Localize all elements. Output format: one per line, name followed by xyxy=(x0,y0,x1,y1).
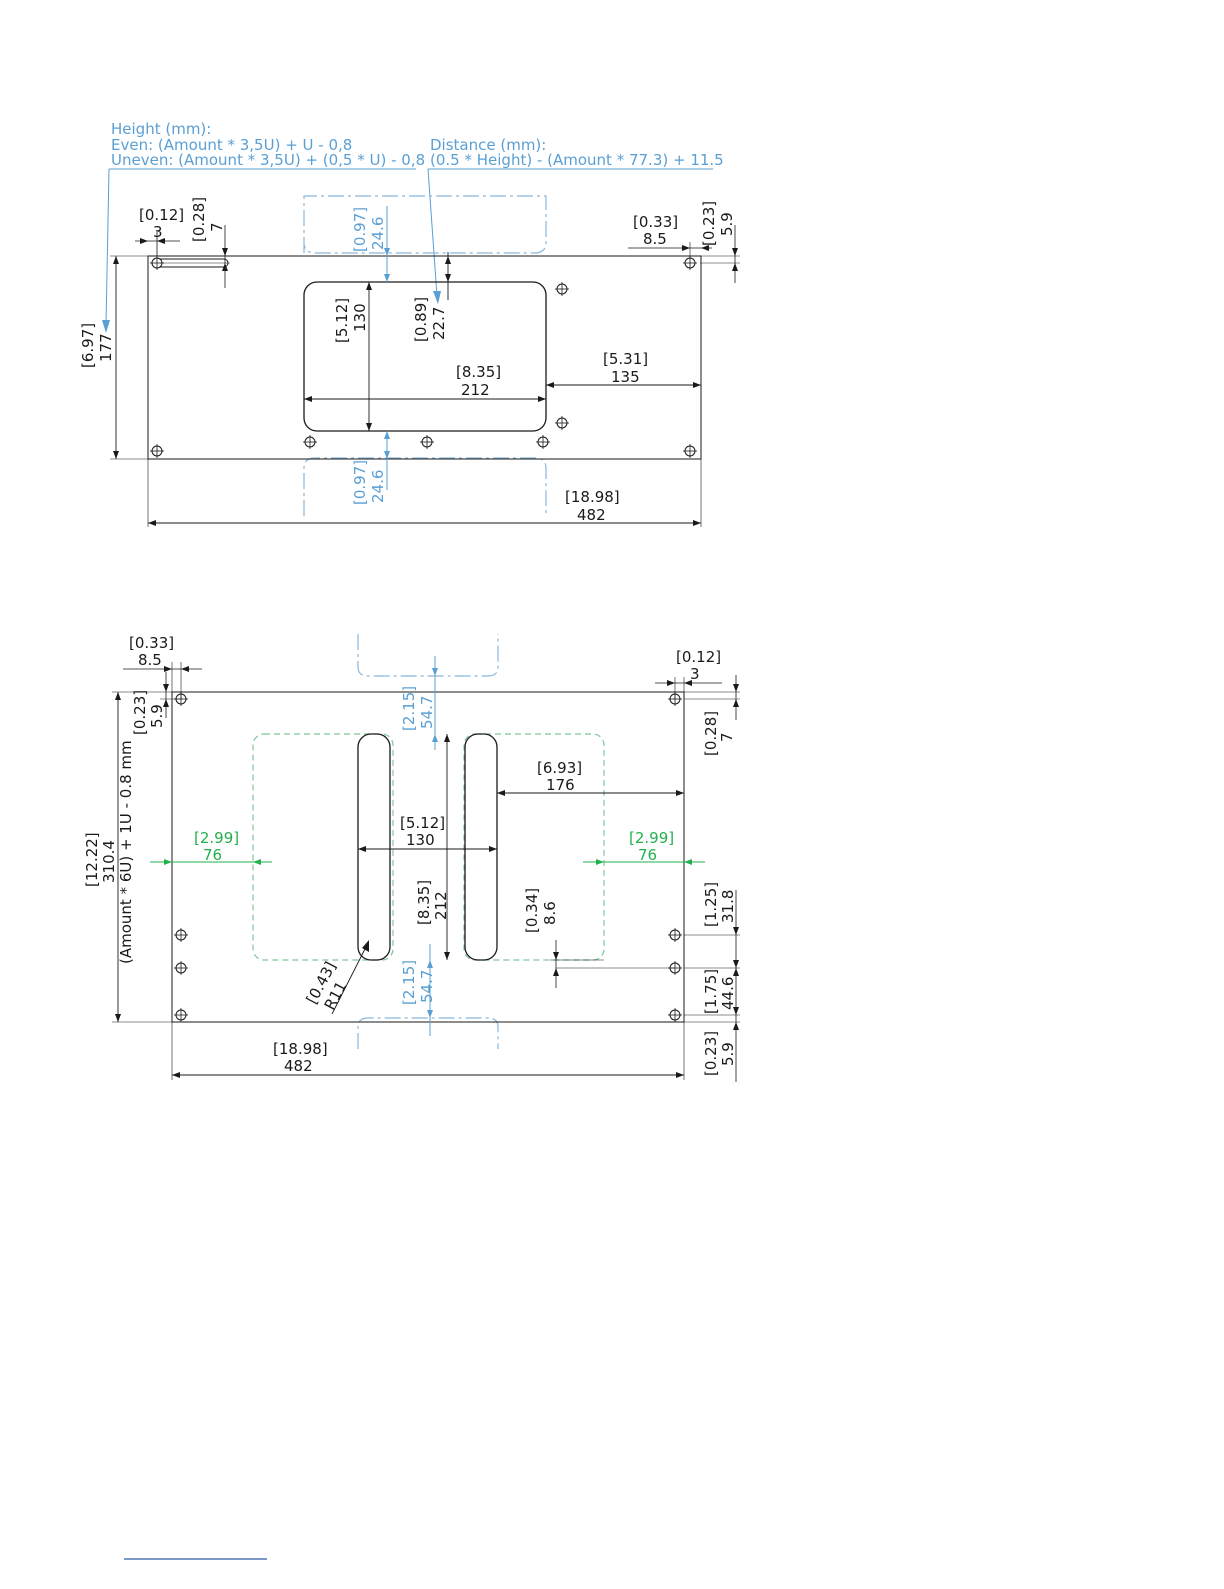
dim-cutout-width-inch: [5.12] xyxy=(400,814,445,832)
dim-gap-top-mm: 24.6 xyxy=(369,217,387,250)
mounting-hole-icon xyxy=(302,434,318,450)
dim-cutout-width-mm: 130 xyxy=(406,831,435,849)
dim-right-y-inch: [0.23] xyxy=(700,201,718,246)
distance-note-leader xyxy=(427,168,438,297)
dim-r3-mm: 5.9 xyxy=(719,1042,737,1066)
height-note-uneven: Uneven: (Amount * 3,5U) + (0,5 * U) - 0,… xyxy=(111,151,425,169)
dim-hole-x-inch: [0.12] xyxy=(139,206,184,224)
dim-green-right-mm: 76 xyxy=(638,846,657,864)
dim-tr-y-inch: [0.28] xyxy=(702,711,720,756)
height-note-title: Height (mm): xyxy=(111,120,211,138)
dim-r2-inch: [1.75] xyxy=(702,969,720,1014)
panel-outline xyxy=(171,691,685,1023)
phantom-cutout-top xyxy=(303,195,547,254)
dim-cutout-height-inch: [8.35] xyxy=(415,880,433,925)
phantom-cutout-top xyxy=(357,634,499,677)
dim-green-left-mm: 76 xyxy=(203,846,222,864)
height-note-leader xyxy=(105,168,110,326)
dim-right-x-mm: 8.5 xyxy=(643,230,667,248)
dim-height-inch: [12.22] xyxy=(83,832,101,887)
dim-hole-x-mm: 3 xyxy=(153,223,163,241)
mounting-hole-icon xyxy=(173,960,189,976)
dim-tl-x-mm: 8.5 xyxy=(138,651,162,669)
dim-right-x-inch: [0.33] xyxy=(633,213,678,231)
dim-width-mm: 482 xyxy=(284,1057,313,1075)
mounting-hole-icon xyxy=(173,927,189,943)
dim-tr-x-mm: 3 xyxy=(690,665,700,683)
mounting-hole-icon xyxy=(554,281,570,297)
dim-green-left-inch: [2.99] xyxy=(194,829,239,847)
dim-gap-bottom-inch: [0.97] xyxy=(351,460,369,505)
mounting-hole-icon xyxy=(667,927,683,943)
panel-cutout-right xyxy=(464,733,498,961)
mounting-hole-icon xyxy=(419,434,435,450)
dim-tr-x-inch: [0.12] xyxy=(676,648,721,666)
dim-right-margin-mm: 135 xyxy=(611,368,640,386)
panel-cutout-left xyxy=(357,733,391,961)
mounting-hole-icon xyxy=(682,255,698,271)
dim-gap-bottom-mm: 24.6 xyxy=(369,470,387,503)
dim-width-inch: [18.98] xyxy=(273,1040,328,1058)
dim-height-mm: 310.4 xyxy=(100,840,118,883)
dim-cutout-height-mm: 212 xyxy=(432,891,450,920)
mounting-hole-icon xyxy=(667,1007,683,1023)
mounting-hole-icon xyxy=(535,434,551,450)
dim-mid-mm: 8.6 xyxy=(541,901,559,925)
dim-gap-top-inch: [2.15] xyxy=(400,686,418,731)
panel-outline xyxy=(147,255,702,460)
dim-gap-bottom-mm: 54.7 xyxy=(418,970,436,1003)
dim-gap-bottom-inch: [2.15] xyxy=(400,960,418,1005)
phantom-zone-right xyxy=(463,733,605,961)
mounting-hole-icon xyxy=(682,443,698,459)
panel-drawing-bottom: [0.33] 8.5 [0.23] 5.9 [0.12] 3 [0.28] 7 … xyxy=(83,634,740,1082)
panel-drawing-top: Height (mm): Even: (Amount * 3,5U) + U -… xyxy=(79,120,740,527)
distance-note-title: Distance (mm): xyxy=(430,136,546,154)
dim-tl-y-inch: [0.23] xyxy=(131,690,149,735)
dim-distance-mm: 22.7 xyxy=(430,307,448,340)
phantom-cutout-bottom xyxy=(303,457,547,516)
dim-cutout-width-mm: 212 xyxy=(461,381,490,399)
dim-right-margin-inch: [5.31] xyxy=(603,350,648,368)
dim-cutout-height-inch: [5.12] xyxy=(333,298,351,343)
dim-gap-top-inch: [0.97] xyxy=(351,207,369,252)
height-note-arrow xyxy=(102,320,110,333)
dim-height-inch: [6.97] xyxy=(79,323,97,368)
mounting-hole-icon xyxy=(149,443,165,459)
height-note-even: Even: (Amount * 3,5U) + U - 0,8 xyxy=(111,136,352,154)
mounting-hole-icon xyxy=(173,1007,189,1023)
dim-hole-y-inch: [0.28] xyxy=(190,197,208,242)
dim-tl-x-inch: [0.33] xyxy=(129,634,174,652)
dim-hole-y-mm: 7 xyxy=(208,222,226,232)
dim-right-margin-mm: 176 xyxy=(546,776,575,794)
dim-r1-inch: [1.25] xyxy=(702,882,720,927)
distance-note-formula: (0.5 * Height) - (Amount * 77.3) + 11.5 xyxy=(430,151,724,169)
dim-green-right-inch: [2.99] xyxy=(629,829,674,847)
dim-gap-top-mm: 54.7 xyxy=(418,696,436,729)
mounting-hole-icon xyxy=(554,415,570,431)
dim-right-margin-inch: [6.93] xyxy=(537,759,582,777)
dim-distance-inch: [0.89] xyxy=(412,297,430,342)
dim-r3-inch: [0.23] xyxy=(702,1031,720,1076)
phantom-cutout-bottom xyxy=(357,1017,499,1049)
panel-cutout xyxy=(303,281,547,432)
phantom-zone-left xyxy=(252,733,394,961)
dim-height-formula: (Amount * 6U) + 1U - 0.8 mm xyxy=(117,740,135,964)
dim-cutout-height-mm: 130 xyxy=(351,303,369,332)
dim-cutout-width-inch: [8.35] xyxy=(456,363,501,381)
dim-tl-y-mm: 5.9 xyxy=(148,704,166,728)
dim-width-mm: 482 xyxy=(577,506,606,524)
distance-note-arrow xyxy=(433,291,441,304)
dim-width-inch: [18.98] xyxy=(565,488,620,506)
dim-mid-inch: [0.34] xyxy=(523,888,541,933)
dim-height-mm: 177 xyxy=(97,333,115,362)
dim-r1-mm: 31.8 xyxy=(719,890,737,923)
dim-right-y-mm: 5.9 xyxy=(718,212,736,236)
dim-r2-mm: 44.6 xyxy=(719,977,737,1010)
dim-tr-y-mm: 7 xyxy=(718,732,736,742)
